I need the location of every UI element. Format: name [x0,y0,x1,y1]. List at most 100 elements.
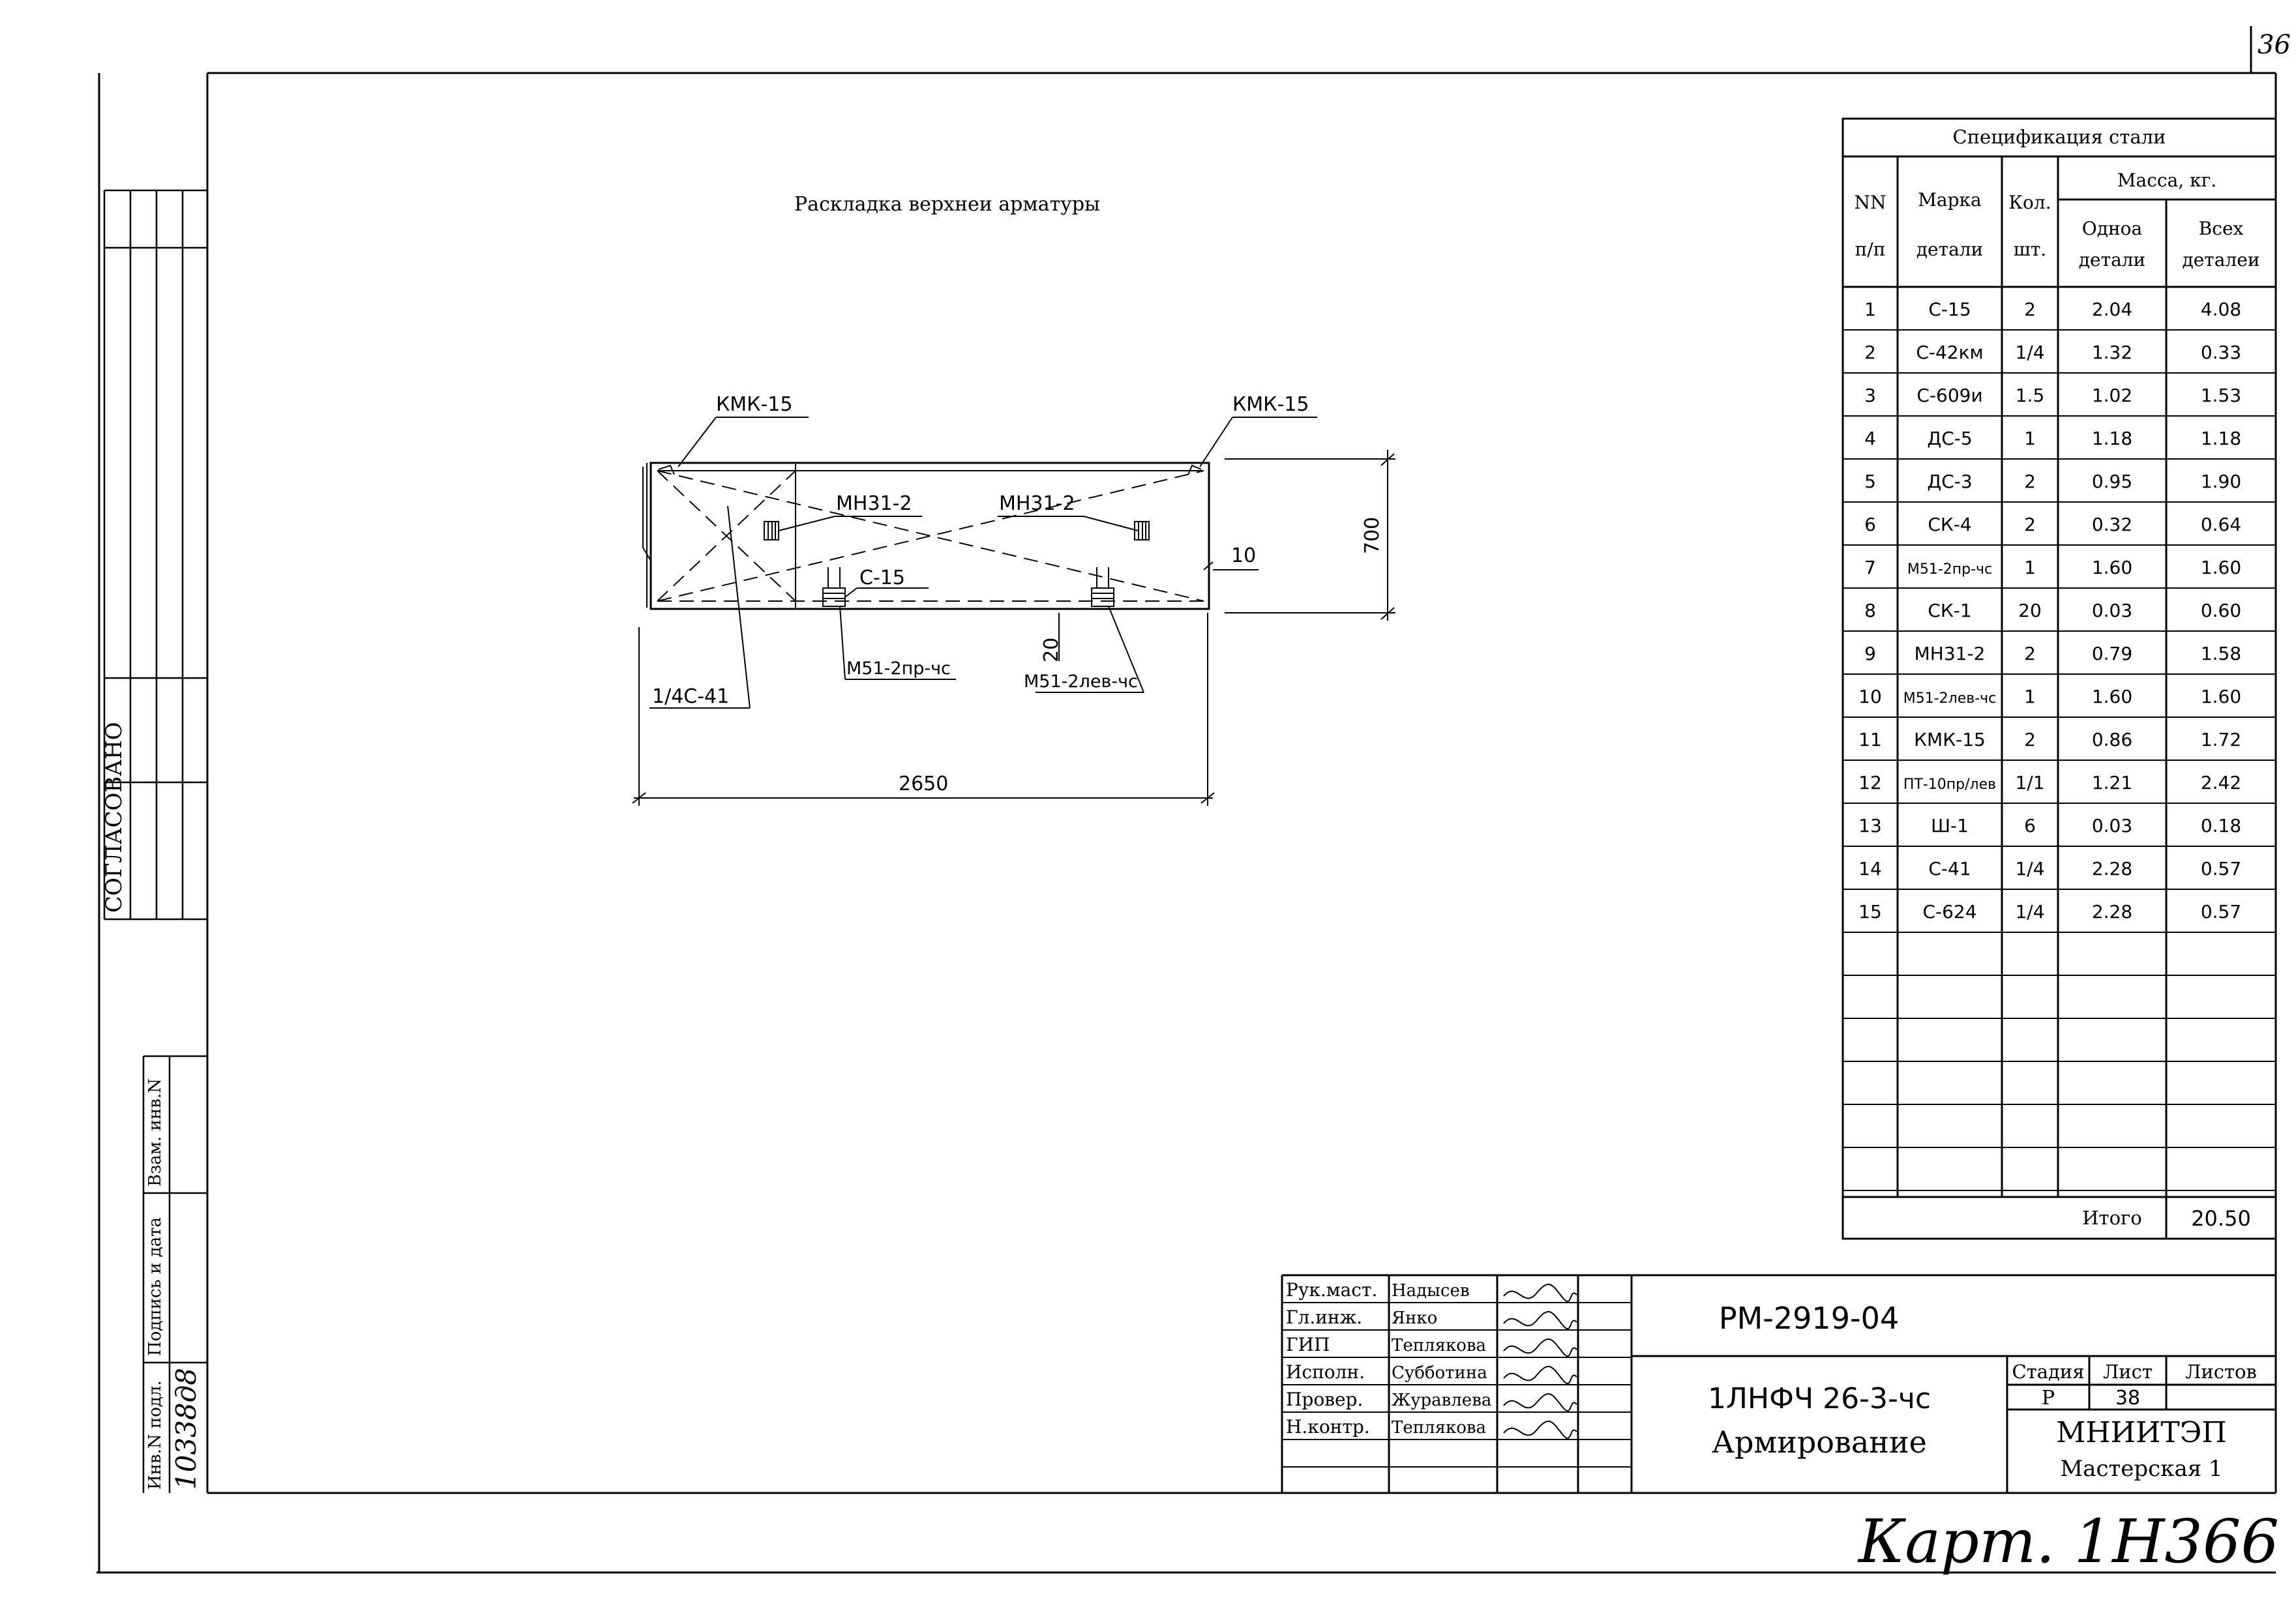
spec-cell-one: 2.04 [2092,299,2132,320]
spec-cell-mark: М51-2пр-чс [1907,561,1992,578]
label-m51-right: М51-2лев-чс [1024,672,1138,692]
spec-row-lines [1843,329,2276,1191]
spec-cell-all: 0.57 [2201,858,2241,879]
spec-cell-mark: М51-2лев-чс [1903,690,1997,707]
spec-cell-mark: С-41 [1928,858,1971,879]
signature-scribble [1503,1311,1577,1330]
inv-label: Инв.N подл. [145,1380,165,1490]
spec-cell-all: 0.64 [2201,514,2241,535]
sheet-name: Армирование [1712,1425,1927,1460]
spec-cell-n: 11 [1858,729,1882,750]
side-stamp [103,189,207,1493]
spec-cell-mark: С-42км [1916,342,1983,363]
label-mn-left: МН31-2 [836,492,912,515]
dim-offset-bottom: 20 [1040,638,1063,662]
spec-header-marka: Марка [1918,189,1981,211]
label-mn-right: МН31-2 [999,492,1075,515]
spec-cell-all: 1.53 [2201,385,2241,406]
spec-cell-all: 0.18 [2201,815,2241,836]
spec-cell-qty: 6 [2024,815,2036,836]
spec-header-massa: Масса, кг. [2117,170,2216,191]
spec-table-grid [1841,117,2277,1240]
spec-cell-qty: 1 [2024,686,2036,707]
spec-cell-mark: СК-1 [1928,600,1971,621]
spec-cell-one: 1.21 [2092,772,2132,793]
stage-value: Р [2042,1387,2055,1410]
doc-code: РМ-2919-04 [1719,1301,1899,1336]
title-block-name: Субботина [1392,1363,1487,1383]
spec-title: Спецификация стали [1953,126,2166,148]
spec-header-nn: NN [1855,192,1886,213]
label-kmk-left: КМК-15 [716,393,792,416]
spec-cell-qty: 1 [2024,557,2036,578]
label-m51-left: М51-2пр-чс [846,658,951,679]
spec-cell-n: 10 [1858,686,1882,707]
signature-scribble [1503,1284,1577,1303]
title-block-row-lines [1282,1302,1632,1468]
spec-cell-qty: 2 [2024,514,2036,535]
spec-cell-qty: 1 [2024,428,2036,449]
spec-header-kol: Кол. [2008,192,2051,213]
spec-cell-all: 0.60 [2201,600,2241,621]
spec-cell-all: 1.58 [2201,643,2241,664]
spec-cell-n: 15 [1858,901,1882,923]
vzam-label: Взам. инв.N [145,1078,165,1187]
spec-cell-one: 1.60 [2092,686,2132,707]
page-corner-number: 36 [2258,30,2291,60]
spec-cell-all: 1.72 [2201,729,2241,750]
org-name: МНИИТЭП [2056,1416,2227,1449]
handwritten-note: Карт. 1Н366 [1857,1507,2279,1576]
title-block-name: Теплякова [1392,1418,1486,1438]
stage-label: Стадия [2012,1361,2084,1383]
title-block-role: Н.контр. [1286,1416,1370,1438]
spec-total-label: Итого [2082,1207,2141,1229]
spec-cell-qty: 20 [2018,600,2042,621]
spec-cell-one: 0.03 [2092,815,2132,836]
spec-cell-one: 2.28 [2092,858,2132,879]
spec-cell-all: 2.42 [2201,772,2241,793]
spec-cell-one: 1.60 [2092,557,2132,578]
spec-cell-one: 1.02 [2092,385,2132,406]
spec-cell-mark: С-609и [1916,385,1982,406]
label-c41: 1/4С-41 [652,685,729,708]
spec-cell-n: 3 [1864,385,1876,406]
spec-cell-mark: С-624 [1922,901,1976,923]
spec-cell-qty: 2 [2024,643,2036,664]
signature-scribble [1503,1421,1577,1439]
title-block-role: Гл.инж. [1286,1307,1362,1328]
spec-cell-mark: ПТ-10пр/лев [1903,776,1996,793]
title-block-role: Рук.маст. [1286,1279,1377,1301]
spec-cell-qty: 1.5 [2016,385,2045,406]
spec-cell-all: 1.60 [2201,686,2241,707]
spec-cell-qty: 1/4 [2015,342,2044,363]
sheet-value: 38 [2115,1387,2140,1410]
spec-header-np: п/п [1855,239,1886,260]
spec-cell-all: 4.08 [2201,299,2241,320]
spec-cell-mark: ДС-5 [1927,428,1972,449]
spec-cell-all: 1.18 [2201,428,2241,449]
spec-cell-qty: 2 [2024,299,2036,320]
title-block-name: Журавлева [1392,1391,1491,1410]
spec-cell-one: 2.28 [2092,901,2132,923]
sheet-label: Лист [2103,1361,2153,1383]
spec-cell-one: 0.95 [2092,471,2132,492]
label-kmk-right: КМК-15 [1232,393,1309,416]
spec-cell-mark: КМК-15 [1914,729,1986,750]
spec-cell-mark: Ш-1 [1931,815,1969,836]
spec-cell-one: 0.86 [2092,729,2132,750]
spec-cell-one: 0.79 [2092,643,2132,664]
spec-header-vseh: Всех [2199,218,2244,239]
spec-cell-qty: 2 [2024,729,2036,750]
dim-offset-right: 10 [1231,544,1256,567]
spec-header-odnoi-2: детали [2079,249,2145,271]
spec-cell-one: 1.18 [2092,428,2132,449]
title-block-role: ГИП [1286,1334,1330,1355]
spec-cell-mark: ДС-3 [1927,471,1972,492]
workshop-name: Мастерская 1 [2060,1456,2222,1482]
spec-cell-n: 13 [1858,815,1882,836]
signature-scribble [1503,1393,1577,1412]
spec-cell-mark: МН31-2 [1915,643,1986,664]
spec-header-detali: детали [1916,239,1983,260]
